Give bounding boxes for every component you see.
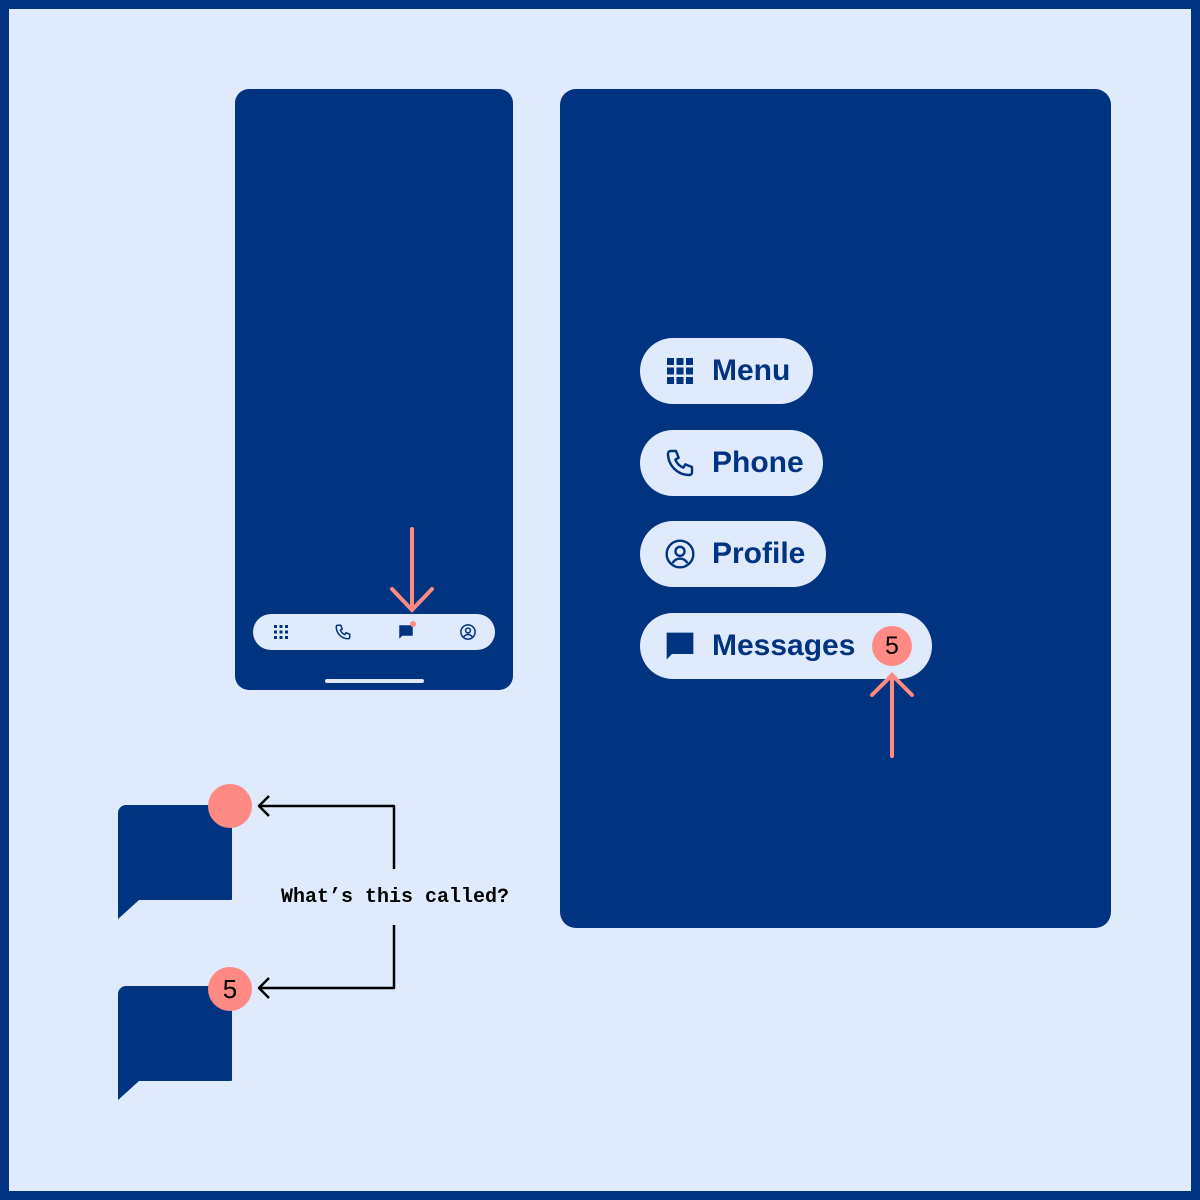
annotation-arrows bbox=[257, 527, 914, 999]
arrow-to-nav-dot bbox=[390, 527, 434, 613]
profile-icon[interactable] bbox=[459, 623, 477, 641]
menu-item-profile[interactable]: Profile bbox=[640, 521, 826, 587]
menu-item-label: Profile bbox=[712, 537, 806, 570]
profile-icon bbox=[665, 539, 695, 569]
connector-to-small-badge bbox=[257, 795, 396, 869]
menu-item-menu[interactable]: Menu bbox=[640, 338, 813, 404]
phone-icon[interactable] bbox=[334, 623, 352, 641]
menu-item-label: Menu bbox=[712, 354, 791, 387]
phone-icon bbox=[666, 449, 694, 477]
chat-bubble-icon bbox=[666, 632, 694, 660]
menu-item-phone[interactable]: Phone bbox=[640, 430, 823, 496]
menu-item-label: Phone bbox=[712, 446, 804, 479]
small-badge-dot bbox=[208, 784, 252, 828]
grid-icon bbox=[667, 358, 693, 384]
connector-to-large-badge bbox=[257, 925, 396, 999]
tablet-mockup: Menu Phone Profile Messages 5 bbox=[560, 89, 1111, 928]
menu-item-messages[interactable]: Messages 5 bbox=[640, 613, 932, 679]
notification-dot bbox=[410, 621, 416, 627]
home-indicator[interactable] bbox=[325, 679, 424, 683]
large-badge-count: 5 bbox=[208, 967, 252, 1011]
arrow-to-messages-badge bbox=[870, 672, 914, 758]
grid-icon[interactable] bbox=[272, 623, 290, 641]
bottom-navigation-bar bbox=[253, 614, 495, 650]
phone-mockup bbox=[235, 89, 513, 690]
menu-item-label: Messages bbox=[712, 629, 856, 662]
chat-bubble-icon bbox=[118, 805, 232, 919]
chat-bubble-icon bbox=[118, 986, 232, 1100]
chat-bubble-icon[interactable] bbox=[397, 623, 415, 641]
badge-count: 5 bbox=[872, 626, 912, 666]
canvas-frame: Menu Phone Profile Messages 5 bbox=[9, 9, 1191, 1191]
question-label: What’s this called? bbox=[281, 886, 510, 909]
